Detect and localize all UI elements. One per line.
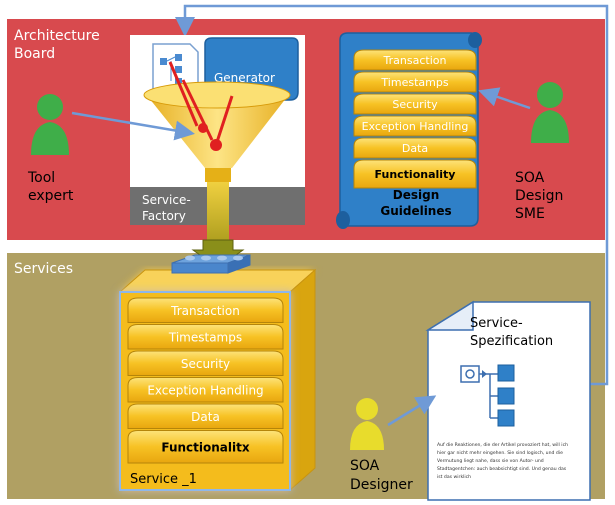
guideline-layer-label: Security bbox=[392, 98, 438, 111]
service-spec-document: Service- Spezification Auf die Reaktione… bbox=[425, 300, 591, 501]
guideline-layer-2 bbox=[353, 71, 477, 93]
design-guidelines-label-2: Guidelines bbox=[380, 204, 451, 218]
service-box-label: Service _1 bbox=[130, 472, 197, 487]
service-factory-label-2: Factory bbox=[142, 209, 186, 223]
architecture-board-title: Architecture bbox=[14, 28, 100, 44]
service-layer-3 bbox=[127, 350, 284, 376]
tool-expert-arrow bbox=[71, 111, 195, 141]
soa-designer-label: SOA bbox=[350, 458, 380, 474]
soa-designer-person: SOA Designer bbox=[350, 398, 413, 493]
guideline-layer-6 bbox=[353, 159, 477, 189]
service-layer-label: Data bbox=[191, 410, 220, 424]
lego-brick-icon bbox=[171, 254, 251, 274]
soa-design-sme-label: SOA bbox=[515, 170, 545, 186]
service-layer-label: Exception Handling bbox=[147, 383, 263, 397]
soa-design-sme-arrow bbox=[478, 87, 531, 110]
red-line-3 bbox=[215, 95, 234, 143]
red-line-1 bbox=[168, 61, 199, 127]
service-layer-label: Functionalitx bbox=[161, 440, 249, 454]
feedback-connector bbox=[175, 4, 609, 386]
tool-expert-person: Tool expert bbox=[27, 94, 74, 204]
spec-text-line: Stadtagentchen: auch beabsichtigt sind. … bbox=[437, 466, 567, 472]
generator-label: Generator bbox=[214, 71, 275, 85]
service-layer-label: Timestamps bbox=[168, 330, 242, 344]
service-spec-title-2: Spezification bbox=[470, 334, 553, 349]
component-diagram-icon bbox=[460, 364, 515, 427]
services-title: Services bbox=[14, 261, 73, 277]
soa-designer-arrow bbox=[387, 395, 437, 427]
design-guidelines-scroll: Design Guidelines TransactionTimestampsS… bbox=[336, 32, 482, 229]
soa-design-sme-label-2: Design bbox=[515, 188, 563, 204]
service-factory-label: Service- bbox=[142, 193, 191, 207]
guideline-layer-label: Functionality bbox=[375, 168, 456, 181]
architecture-board-panel: Architecture Board bbox=[5, 17, 607, 242]
spec-text-line: Vermutung liegt nahe, dass sie von Autor… bbox=[437, 458, 544, 464]
service-layer-label: Security bbox=[181, 357, 230, 371]
soa-designer-label-2: Designer bbox=[350, 477, 413, 493]
spec-text-line: ist das wirklich bbox=[437, 474, 471, 480]
guideline-layer-4 bbox=[353, 115, 477, 137]
service-layer-label: Transaction bbox=[170, 304, 240, 318]
guideline-layer-3 bbox=[353, 93, 477, 115]
soa-design-sme-label-3: SME bbox=[515, 206, 545, 222]
guideline-layer-label: Exception Handling bbox=[362, 120, 469, 133]
service-layer-4 bbox=[127, 377, 284, 403]
guideline-layer-1 bbox=[353, 49, 477, 71]
architecture-board-title-2: Board bbox=[14, 46, 55, 62]
service-layer-5 bbox=[127, 403, 284, 429]
guideline-layer-label: Timestamps bbox=[380, 76, 448, 89]
service-layer-2 bbox=[127, 324, 284, 350]
guideline-layer-label: Data bbox=[402, 142, 428, 155]
service-spec-title: Service- bbox=[470, 316, 523, 331]
design-guidelines-label: Design bbox=[393, 188, 440, 202]
tool-expert-label: Tool bbox=[27, 170, 55, 186]
spec-text-line: hier gar nicht mehr eingehen. Sie sind l… bbox=[437, 450, 563, 456]
guideline-layer-5 bbox=[353, 137, 477, 159]
tool-expert-label-2: expert bbox=[28, 188, 74, 204]
service-layer-6 bbox=[127, 430, 284, 464]
soa-design-sme-person: SOA Design SME bbox=[515, 82, 569, 222]
gear-icon-2 bbox=[210, 139, 222, 151]
gear-icon bbox=[198, 123, 208, 133]
guideline-layer-label: Transaction bbox=[383, 54, 447, 67]
spec-text-line: Auf die Reaktionen, die der Artikel prov… bbox=[437, 442, 568, 448]
service-layer-1 bbox=[127, 297, 284, 323]
